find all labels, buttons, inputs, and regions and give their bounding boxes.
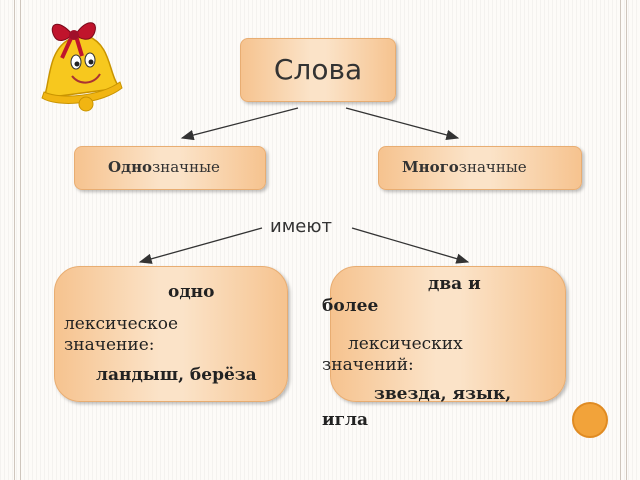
one-meaning-line2: значение: [64,335,155,355]
arrow-to-one-meaning [138,227,263,264]
arrow-to-mono [180,107,299,141]
many-meanings-line1: лексических [348,334,463,354]
polysemous-prefix: Много [402,158,459,176]
many-meanings-examples2: игла [322,410,369,430]
many-meanings-examples1: звезда, язык, [374,384,512,404]
arrow-to-poly [345,107,460,140]
many-meanings-line2: значений: [322,355,414,375]
one-meaning-examples: ландыш, берёза [96,365,257,385]
monosemous-prefix: Одно [108,158,153,176]
words-title: Слова [273,53,363,86]
many-meanings-heading2: более [322,296,379,316]
bell-icon [41,22,123,112]
polysemous-label: Многозначные [402,158,552,176]
many-meanings-heading1: два и [428,274,481,294]
one-meaning-box [54,266,288,402]
orange-circle [572,402,608,438]
frame-line-left-inner [20,0,21,480]
connector-label: имеют [270,216,332,237]
polysemous-suffix: значные [458,158,527,176]
one-meaning-heading: одно [168,282,215,302]
words-box: Слова [240,38,396,102]
frame-line-right-inner [620,0,621,480]
monosemous-label: Однозначные [108,158,242,176]
many-meanings-box [330,266,566,402]
polysemous-box [378,146,582,190]
monosemous-box [74,146,266,190]
frame-line-right [626,0,627,480]
one-meaning-line1: лексическое [64,314,179,334]
arrow-to-many-meanings [351,227,470,264]
frame-line-left [14,0,15,480]
monosemous-suffix: значные [152,158,220,176]
